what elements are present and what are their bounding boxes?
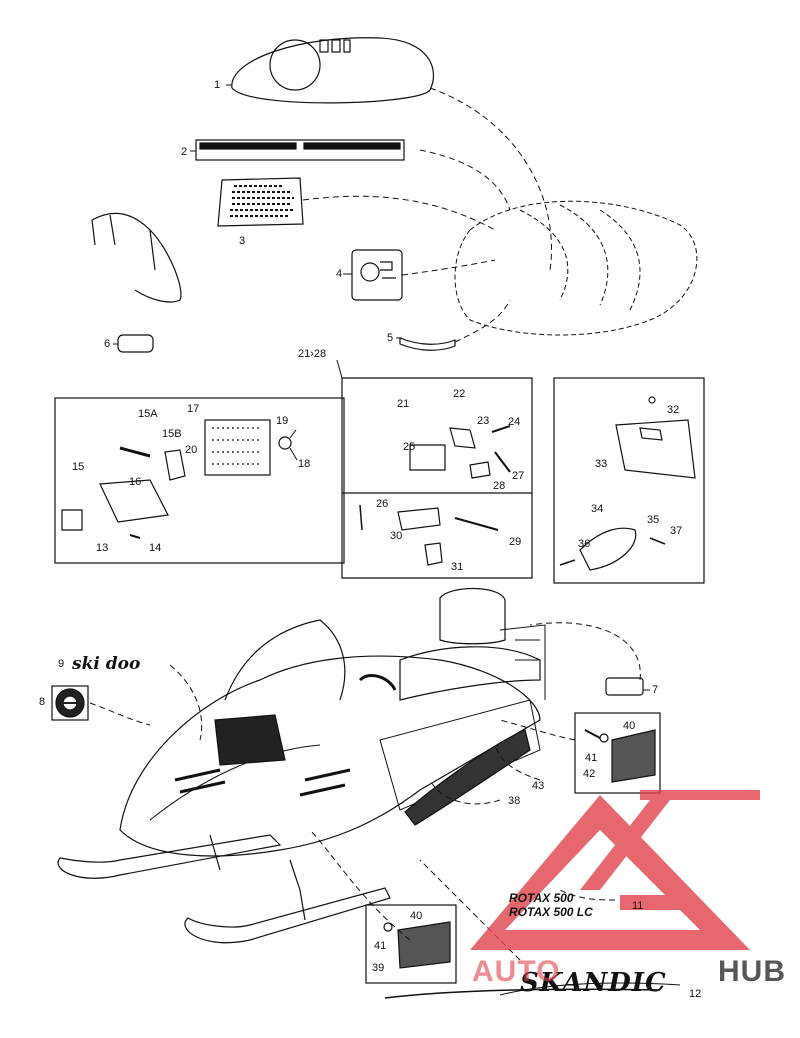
- part-number-41-bottom: 41: [374, 940, 387, 952]
- part-number-23: 23: [477, 415, 490, 427]
- leader-lines-lower: [89, 622, 641, 961]
- part-number-4: 4: [336, 268, 343, 280]
- rotax-500-label: ROTAX 500: [509, 891, 574, 905]
- part-number-38: 38: [508, 795, 521, 807]
- skandic-decal: SKANDIC: [520, 968, 667, 998]
- part-number-6: 6: [104, 338, 111, 350]
- part-number-24: 24: [508, 416, 521, 428]
- part-number-30: 30: [390, 530, 403, 542]
- part-number-8: 8: [39, 696, 46, 708]
- part-number-9: 9: [58, 658, 65, 670]
- snowmobile-outline: [57, 587, 546, 944]
- decal-3-warning-label: [217, 177, 304, 227]
- decal-6: [117, 334, 154, 353]
- part-number-22: 22: [453, 388, 466, 400]
- part-number-16: 16: [129, 476, 142, 488]
- part-number-34: 34: [591, 503, 604, 515]
- part-number-43: 43: [532, 780, 545, 792]
- part-number-41-right: 41: [585, 752, 598, 764]
- part-number-20: 20: [185, 444, 198, 456]
- part-number-15: 15: [72, 461, 85, 473]
- decal-12-underline: [384, 988, 661, 999]
- rotax-500-lc-label: ROTAX 500 LC: [509, 905, 593, 919]
- part-number-35: 35: [647, 514, 660, 526]
- part-number-14: 14: [149, 542, 162, 554]
- decal-7: [605, 677, 644, 696]
- part-number-7: 7: [652, 684, 659, 696]
- part-number-11: 11: [632, 900, 644, 912]
- decal-2-strip: [195, 139, 405, 161]
- part-number-12: 12: [689, 988, 702, 1000]
- ski-doo-decal: ski doo: [72, 654, 141, 674]
- decal-8-emblem: [51, 685, 89, 721]
- part-number-37: 37: [670, 525, 683, 537]
- part-number-13: 13: [96, 542, 109, 554]
- part-number-31: 31: [451, 561, 464, 573]
- part-number-32: 32: [667, 404, 680, 416]
- watermark-logo: [470, 790, 760, 950]
- label-leaders: [113, 84, 650, 691]
- taillight-box: [54, 397, 345, 564]
- part-number-40-bottom: 40: [410, 910, 423, 922]
- decal-4-control-panel: [351, 249, 403, 301]
- part-number-39: 39: [372, 962, 385, 974]
- watermark-text-right: HUB: [718, 955, 786, 988]
- hardware-box: [341, 377, 533, 579]
- part-number-19: 19: [276, 415, 289, 427]
- part-number-18: 18: [298, 458, 311, 470]
- hood-outline: [454, 200, 698, 336]
- part-number-26: 26: [376, 498, 389, 510]
- part-number-1: 1: [214, 79, 221, 91]
- decal-1-windshield: [231, 37, 434, 104]
- part-number-27: 27: [512, 470, 525, 482]
- part-number-21: 21: [397, 398, 410, 410]
- part-number-28: 28: [493, 480, 506, 492]
- part-number-29: 29: [509, 536, 522, 548]
- part-number-15b: 15B: [162, 428, 182, 440]
- part-number-40-right: 40: [623, 720, 636, 732]
- reflector-box-bottom: [365, 904, 457, 984]
- part-number-42: 42: [583, 768, 596, 780]
- part-number-21-28: 21›28: [298, 348, 327, 360]
- part-number-15a: 15A: [138, 408, 158, 420]
- part-number-33: 33: [595, 458, 608, 470]
- part-number-25: 25: [403, 441, 416, 453]
- part-number-5: 5: [387, 332, 394, 344]
- decal-5: [399, 337, 456, 351]
- bumper-bracket: [91, 212, 182, 303]
- flap-box: [553, 377, 705, 584]
- part-number-36: 36: [578, 538, 591, 550]
- part-number-3: 3: [239, 235, 246, 247]
- reflector-box-right: [574, 712, 661, 794]
- leader-lines-upper: [302, 87, 552, 343]
- part-number-2: 2: [181, 146, 188, 158]
- part-number-17: 17: [187, 403, 200, 415]
- watermark-text-left: AUTO: [472, 955, 561, 988]
